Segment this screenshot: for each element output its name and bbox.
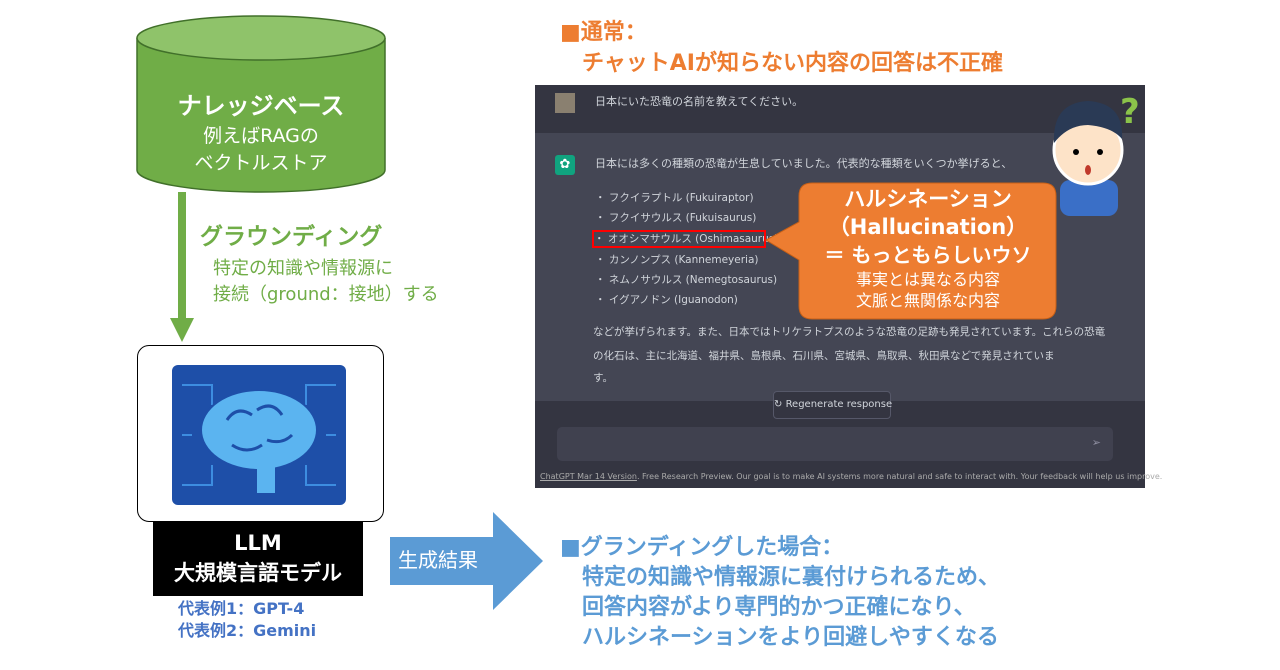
footer: ChatGPT Mar 14 Version. Free Research Pr…	[540, 472, 1163, 481]
answer-outro-1: などが挙げられます。また、日本ではトリケラトプスのような恐竜の足跡も発見されてい…	[593, 326, 1106, 338]
svg-text:?: ?	[1120, 92, 1140, 132]
normal-description: チャットAIが知らない内容の回答は不正確	[582, 51, 1003, 76]
grounded-heading: ■グランディングした場合：	[560, 535, 844, 560]
normal-heading: ■通常：	[560, 20, 647, 45]
answer-outro-2: の化石は、主に北海道、福井県、島根県、石川県、宮城県、鳥取県、秋田県などで発見さ…	[593, 350, 1055, 362]
user-question: 日本にいた恐竜の名前を教えてください。	[595, 95, 804, 108]
chatgpt-logo-icon: ✿	[555, 155, 575, 175]
output-arrow-label: 生成結果	[398, 548, 478, 572]
answer-outro-3: す。	[593, 372, 613, 384]
user-avatar	[555, 93, 575, 113]
knowledge-base-line1: 例えばRAGの	[203, 125, 319, 147]
list-item: ・ ネムノサウルス (Nemegtosaurus)	[595, 274, 778, 286]
callout-line5: 文脈と無関係な内容	[855, 291, 1000, 310]
list-item: ・ カンノンプス (Kannemeyeria)	[595, 254, 759, 266]
llm-label: LLM 大規模言語モデル	[153, 522, 363, 596]
grounded-line2: 特定の知識や情報源に裏付けられるため、	[582, 565, 1001, 590]
knowledge-base-cylinder	[136, 15, 386, 193]
grounded-line3: 回答内容がより専門的かつ正確になり、	[582, 595, 976, 620]
grounded-line4: ハルシネーションをより回避しやすくなる	[582, 625, 999, 650]
hallucination-callout	[764, 182, 1057, 320]
regenerate-response-button[interactable]: ↻ Regenerate response	[773, 391, 892, 419]
llm-example-2: 代表例2：Gemini	[178, 621, 317, 640]
llm-example-1: 代表例1：GPT-4	[178, 599, 305, 618]
grounding-line1: 特定の知識や情報源に	[213, 258, 393, 279]
llm-subtitle: 大規模言語モデル	[174, 561, 342, 585]
output-arrow	[390, 512, 543, 610]
knowledge-base-title: ナレッジベース	[177, 92, 345, 120]
list-item: ・ イグアノドン (Iguanodon)	[595, 294, 738, 306]
user-message: 日本にいた恐竜の名前を教えてください。	[535, 85, 1145, 133]
confused-person-illustration: ?	[1052, 92, 1140, 216]
callout-title: ハルシネーション	[844, 187, 1012, 211]
grounding-line2: 接続（ground：接地）する	[213, 284, 439, 305]
llm-title: LLM	[234, 531, 282, 555]
answer-intro: 日本には多くの種類の恐竜が生息していました。代表的な種類をいくつか挙げると、	[595, 157, 1013, 170]
list-item: ・ フクイサウルス (Fukuisaurus)	[595, 212, 757, 224]
grounding-title: グラウンディング	[200, 224, 383, 250]
callout-english: （Hallucination）	[828, 215, 1028, 239]
list-item: ・ フクイラプトル (Fukuiraptor)	[595, 192, 754, 204]
callout-line4: 事実とは異なる内容	[855, 270, 1000, 289]
send-icon[interactable]: ➢	[1091, 436, 1101, 449]
list-item-highlighted: ・ オオシマサウルス (Oshimasaurus)	[592, 230, 779, 248]
brain-icon	[172, 365, 346, 505]
version-link[interactable]: ChatGPT Mar 14 Version	[540, 472, 637, 481]
message-input[interactable]: ➢	[557, 427, 1113, 461]
knowledge-base-line2: ベクトルストア	[194, 152, 328, 174]
chat-screenshot: 日本にいた恐竜の名前を教えてください。 ✿ 日本には多くの種類の恐竜が生息してい…	[535, 85, 1162, 488]
callout-definition: ＝ もっともらしいウソ	[824, 243, 1032, 267]
grounding-arrow	[170, 192, 194, 342]
